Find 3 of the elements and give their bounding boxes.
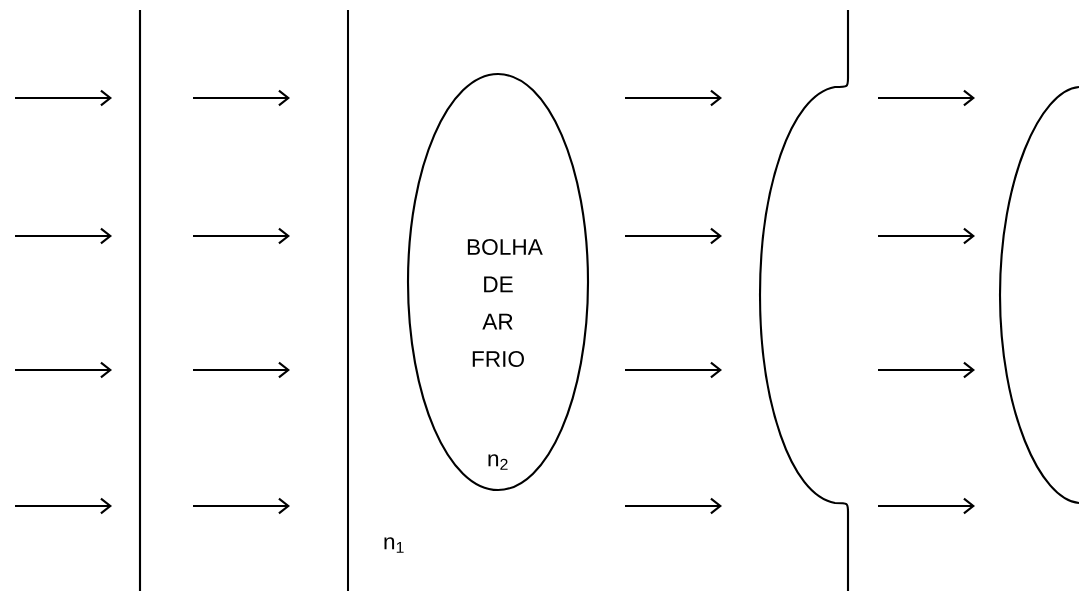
index-label: n$_{1}$	[384, 537, 404, 553]
bubble-label: BOLHA DE AR FRIO	[467, 238, 543, 367]
index-label: n$_{2}$	[488, 454, 508, 470]
